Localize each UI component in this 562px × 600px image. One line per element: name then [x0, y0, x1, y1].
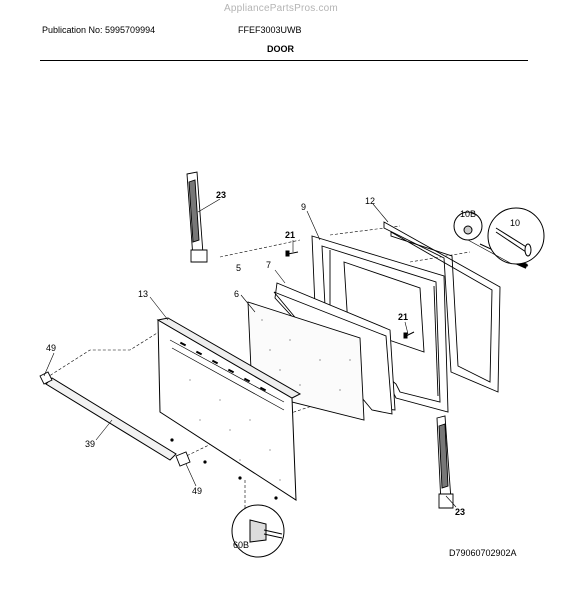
washer-detail: [453, 211, 483, 241]
drawing-number: D79060702902A: [449, 548, 517, 558]
callout-13: 13: [138, 289, 148, 299]
callout-7: 7: [266, 260, 271, 270]
header-rule: [40, 60, 528, 61]
watermark: AppliancePartsPros.com: [224, 3, 338, 14]
callout-39: 39: [85, 439, 95, 449]
leader-lines: [43, 198, 513, 508]
hinge-bottom: [436, 415, 454, 509]
screw-60b-detail: [231, 504, 285, 558]
hinge-top: [186, 171, 208, 263]
callout-49-bottom: 49: [192, 486, 202, 496]
callout-60b: 60B: [233, 540, 249, 550]
callout-21-mid: 21: [398, 312, 408, 322]
publication-number: Publication No: 5995709994: [42, 25, 156, 35]
handle-trim: [45, 377, 177, 461]
outer-door-panel: [156, 317, 302, 501]
door-liner-frame: [383, 221, 501, 393]
callout-21-top: 21: [285, 230, 295, 240]
callout-5: 5: [236, 263, 241, 273]
callout-9: 9: [301, 202, 306, 212]
screw-middle: [403, 331, 415, 339]
callout-12: 12: [365, 196, 375, 206]
trim-end-cap-bottom: [175, 451, 191, 467]
screw-10-detail: [487, 207, 545, 265]
screw-top: [285, 250, 299, 257]
callout-6: 6: [234, 289, 239, 299]
callout-23-top: 23: [216, 190, 226, 200]
callout-10b: 10B: [460, 209, 476, 219]
callout-23-bottom: 23: [455, 507, 465, 517]
callout-49-top: 49: [46, 343, 56, 353]
section-title: DOOR: [267, 44, 294, 54]
model-number: FFEF3003UWB: [238, 25, 302, 35]
callout-10: 10: [510, 218, 520, 228]
